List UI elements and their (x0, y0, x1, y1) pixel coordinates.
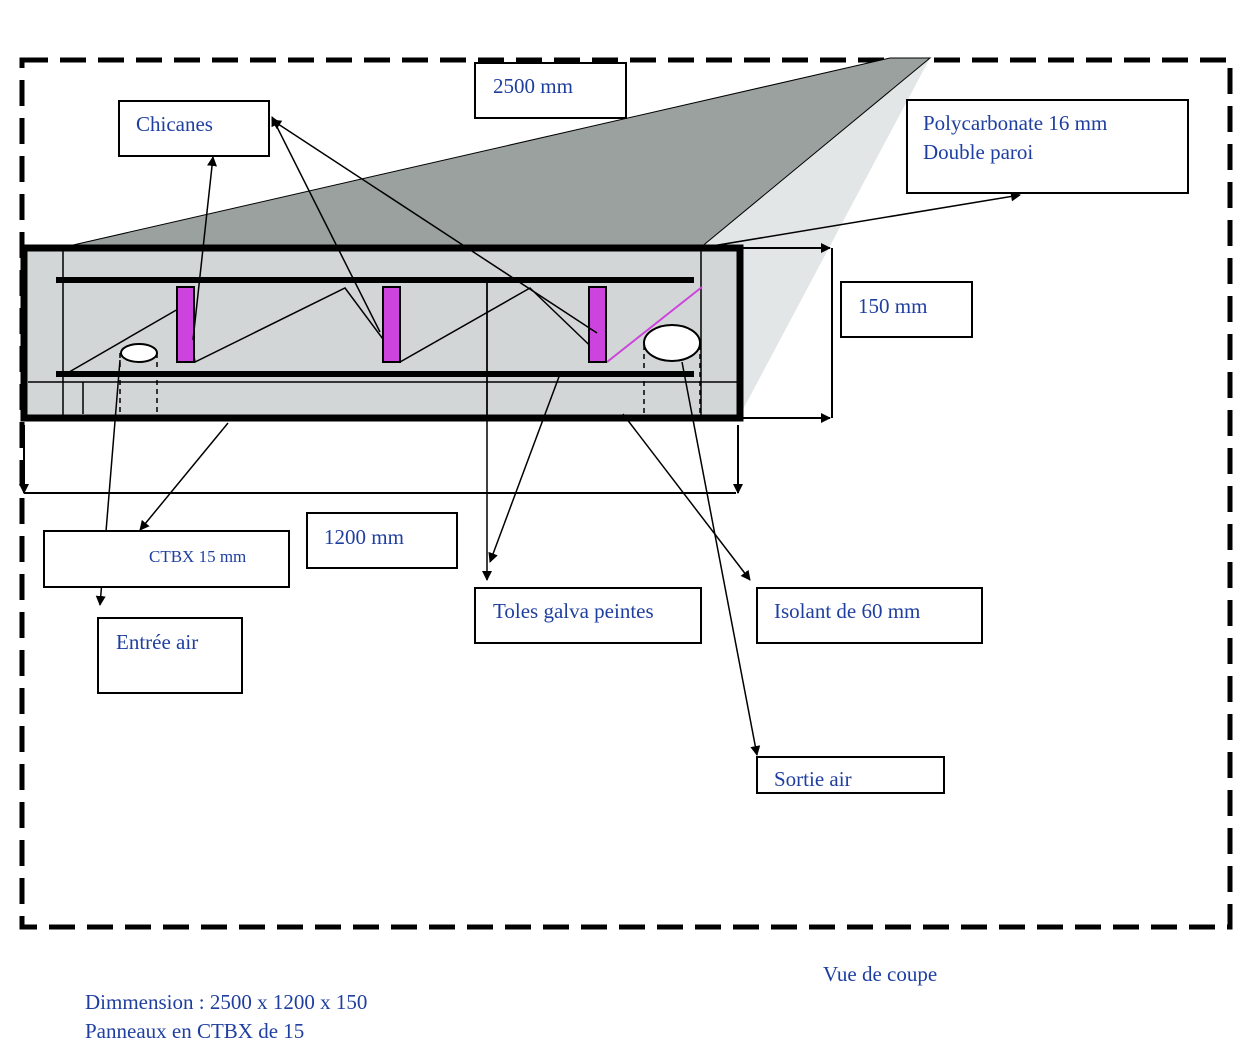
polycarbonate-label: Polycarbonate 16 mm Double paroi (906, 99, 1189, 194)
leader-ctbx (139, 422, 229, 531)
width-label: 1200 mm (306, 512, 458, 569)
toles-label: Toles galva peintes (474, 587, 702, 644)
length-label: 2500 mm (474, 62, 627, 119)
chicane-3 (588, 286, 607, 363)
dimension-text: Dimmension : 2500 x 1200 x 150 (85, 990, 368, 1014)
sortie-air-label: Sortie air (756, 756, 945, 794)
polycarbonate-label-line2: Double paroi (923, 140, 1034, 164)
leader-chicane-2 (271, 116, 381, 333)
isolant-label: Isolant de 60 mm (756, 587, 983, 644)
leader-isolant (622, 413, 751, 581)
leader-chicane-1 (192, 156, 217, 341)
air-inlet (120, 343, 158, 363)
air-outlet (643, 324, 701, 362)
leader-chicane-3 (271, 119, 598, 334)
leader-polycarbonate (699, 191, 1021, 249)
chicane-1 (176, 286, 195, 363)
leader-sortie-air (681, 361, 761, 756)
height-label: 150 mm (840, 281, 973, 338)
air-flow-exit (606, 286, 703, 363)
glazing-shadow (700, 58, 930, 415)
chicanes-label: Chicanes (118, 100, 270, 157)
polycarbonate-label-line1: Polycarbonate 16 mm (923, 111, 1108, 135)
ctbx-label: CTBX 15 mm (43, 530, 290, 588)
entree-air-label: Entrée air (97, 617, 243, 694)
view-caption: Vue de coupe (823, 962, 938, 986)
dashed-frame (19, 57, 1233, 930)
panneaux-text: Panneaux en CTBX de 15 (85, 1019, 305, 1043)
chicane-2 (382, 286, 401, 363)
leader-toles (488, 373, 561, 563)
